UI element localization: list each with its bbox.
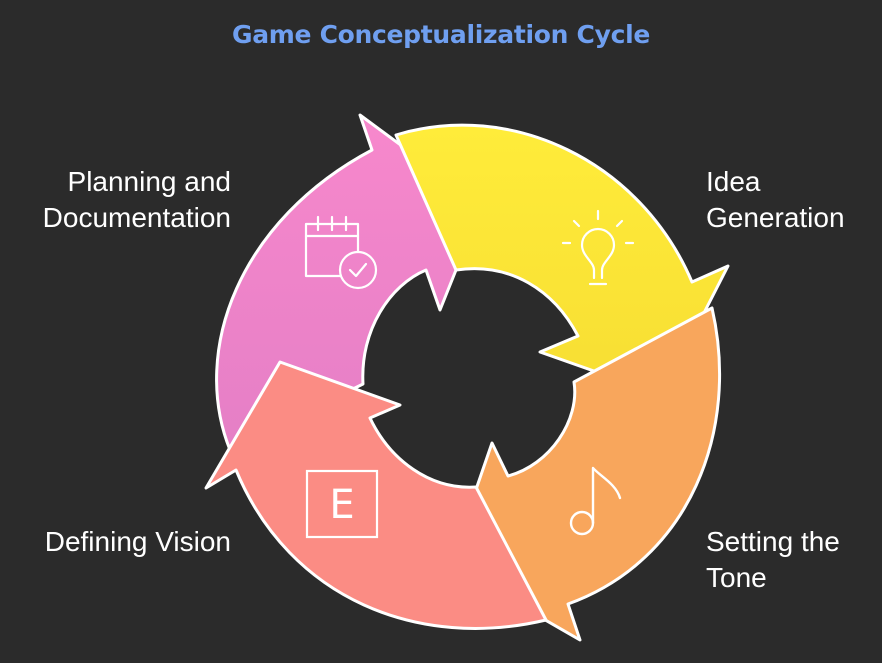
arrow-segment-tone — [448, 306, 721, 642]
label-planning-documentation: Planning and Documentation — [43, 164, 231, 236]
arrow-segment-idea — [394, 123, 730, 397]
letter-e-glyph: E — [329, 482, 354, 528]
lightbulb-icon — [561, 209, 635, 286]
music-note-icon — [569, 466, 622, 536]
label-planning-line1: Planning and — [67, 166, 231, 197]
label-idea-line1: Idea — [706, 166, 761, 197]
label-idea-line2: Generation — [706, 202, 845, 233]
label-vision-line1: Defining Vision — [44, 526, 231, 557]
letter-e-icon: E — [305, 469, 379, 539]
label-planning-line2: Documentation — [42, 202, 231, 233]
calendar-check-icon — [304, 215, 378, 290]
label-setting-the-tone: Setting the Tone — [706, 524, 840, 596]
label-tone-line2: Tone — [706, 562, 767, 593]
diagram-title: Game Conceptualization Cycle — [231, 20, 651, 49]
label-idea-generation: Idea Generation — [706, 164, 845, 236]
label-tone-line1: Setting the — [706, 526, 840, 557]
label-defining-vision: Defining Vision — [45, 524, 231, 560]
